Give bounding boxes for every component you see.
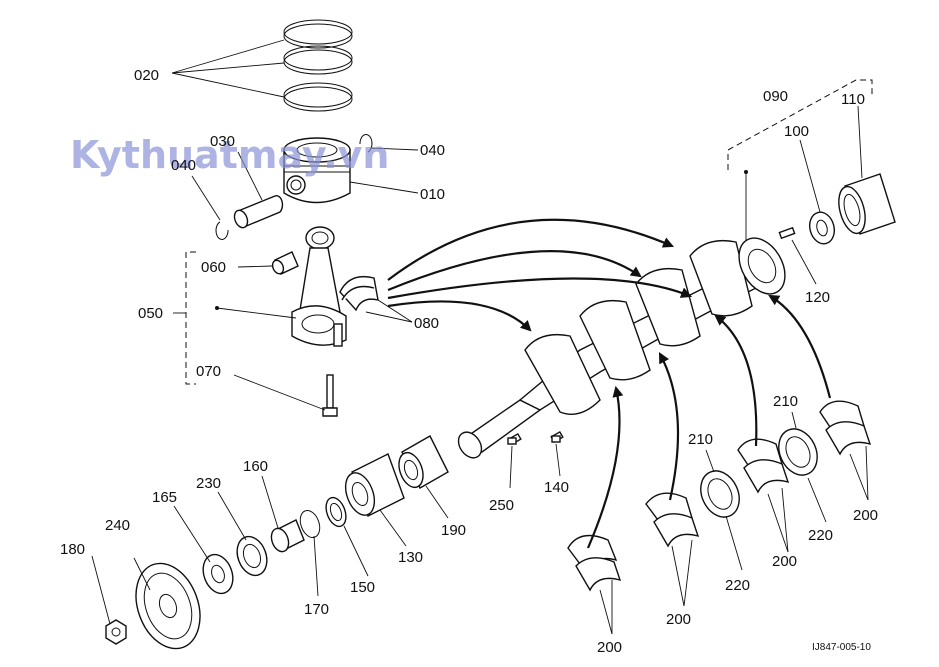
rod-bolt [233,374,338,417]
label-060: 060 [201,259,226,276]
label-120: 120 [805,289,830,306]
label-050: 050 [138,305,163,322]
label-020: 020 [134,67,159,84]
connecting-rod-bracket [173,251,297,385]
label-190: 190 [441,522,466,539]
rod-bearing-shells [339,275,413,323]
label-170: 170 [304,601,329,618]
circlip-right [359,134,419,153]
label-160: 160 [243,458,268,475]
label-040-right: 040 [420,142,445,159]
label-040-left: 040 [171,157,196,174]
rear-group-bracket [727,79,873,240]
dowel-pin-120 [778,226,796,240]
label-100: 100 [784,123,809,140]
connecting-rod [291,226,347,347]
label-250: 250 [489,497,514,514]
label-240: 240 [105,517,130,534]
rear-oil-seal-110 [838,173,896,235]
label-030: 030 [210,133,235,150]
label-150: 150 [350,579,375,596]
crankshaft [457,237,786,459]
ring-leaders [171,39,285,98]
rear-bearing-100 [808,211,836,245]
gear-150 [325,496,347,528]
label-200-d: 200 [853,507,878,524]
label-110: 110 [841,91,865,108]
watermark-text: Kythuatmay.vn [70,133,389,177]
piston-rings [283,19,353,112]
crank-gear-130 [344,453,405,517]
label-070: 070 [196,363,221,380]
label-010: 010 [420,186,445,203]
nut-180 [105,619,127,645]
label-140: 140 [544,479,569,496]
piston [283,137,419,204]
drawing-reference-code: IJ847-005-10 [812,642,871,653]
label-130: 130 [398,549,423,566]
main-bearing-set-4 [819,400,872,456]
main-bearing-set-3 [737,438,790,494]
lower-leaders [91,105,869,635]
label-080: 080 [414,315,439,332]
oring-170 [299,509,321,539]
thrust-washer-1 [700,470,740,518]
label-200-a: 200 [597,639,622,656]
washer-165 [202,553,234,595]
label-165: 165 [152,489,177,506]
pulley-240 [135,562,201,650]
label-180: 180 [60,541,85,558]
main-bearing-set-1 [567,534,622,592]
label-220-left: 220 [725,577,750,594]
label-090: 090 [763,88,788,105]
label-200-b: 200 [666,611,691,628]
label-200-c: 200 [772,553,797,570]
thrust-washer-2 [778,428,818,476]
label-210-right: 210 [773,393,798,410]
crank-bearing-190 [398,435,449,489]
label-230: 230 [196,475,221,492]
piston-pin [233,151,284,229]
part-labels: 020 030 040 040 010 060 050 080 070 090 … [60,67,878,656]
collar-160 [270,519,305,553]
assembly-arrows [387,218,832,549]
label-210-left: 210 [688,431,713,448]
label-220-right: 220 [808,527,833,544]
circlip-left [191,175,229,240]
small-end-bushing [237,251,299,275]
oil-seal-230 [236,535,268,577]
main-bearing-set-2 [645,492,700,548]
keys-250-140 [507,435,561,445]
